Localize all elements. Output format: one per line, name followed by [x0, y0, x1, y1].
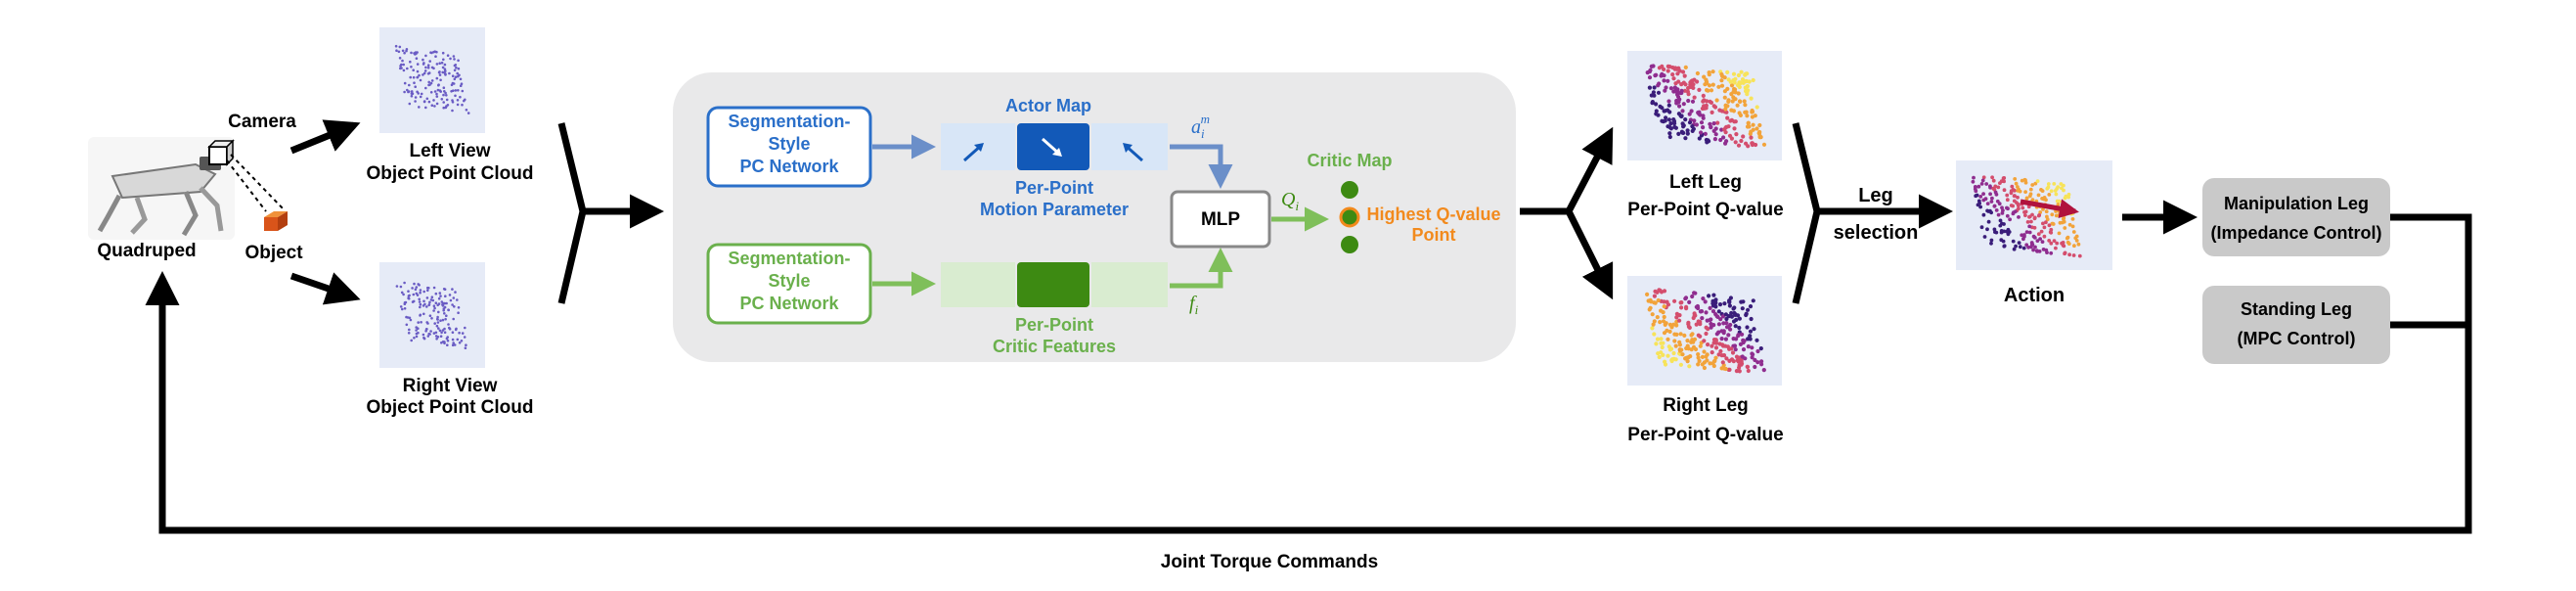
object-icon: [264, 211, 288, 231]
camera-fov-line-1: [226, 159, 267, 212]
right-view-point-cloud: [379, 262, 485, 368]
critic-feature-cell-2: [1017, 262, 1089, 307]
critic-features-line-1: Per-Point: [1015, 315, 1093, 335]
actor-pc-network-box: [706, 106, 872, 188]
leg-selection-line-2: selection: [1834, 222, 1919, 244]
right-leg-sublabel: Per-Point Q-value: [1627, 425, 1783, 445]
arrow-glyph-icon-3: [1123, 143, 1143, 162]
stand-line-2: (MPC Control): [2238, 329, 2356, 348]
manip-line-2: (Impedance Control): [2210, 223, 2381, 243]
merge-connector: [557, 122, 587, 304]
standing-leg-box: [2202, 286, 2390, 364]
motion-param-line-1: Per-Point: [1015, 178, 1093, 198]
actor-net-line-1: Segmentation-: [728, 112, 850, 131]
critic-feature-cell-1: [941, 262, 1015, 307]
symbol-f-base: f: [1189, 293, 1197, 314]
arrow-to-left-leg: [1565, 126, 1614, 213]
actor-net-line-3: PC Network: [739, 157, 839, 176]
left-leg-label: Left Leg: [1669, 172, 1742, 193]
arrow-to-right-view: [289, 272, 361, 305]
mlp-box: [1170, 190, 1271, 249]
actor-to-mlp-arrow: [1170, 144, 1233, 189]
highest-q-line-1: Highest Q-value: [1366, 205, 1500, 224]
left-view-sublabel: Object Point Cloud: [367, 163, 534, 184]
symbol-f: fi: [1189, 293, 1199, 317]
arrow-to-left-view: [289, 119, 361, 155]
arrow-glyph-icon-2: [1042, 137, 1062, 157]
critic-map-point-1: [1341, 181, 1358, 199]
quadruped-label: Quadruped: [97, 241, 196, 261]
arrow-to-right-leg: [1565, 209, 1614, 300]
actor-net-line-2: Style: [768, 134, 810, 154]
critic-feature-cell-3: [1091, 262, 1168, 307]
critic-pc-network-box: [706, 243, 872, 325]
symbol-a-sup: m: [1201, 112, 1210, 126]
critic-features-line-2: Critic Features: [993, 337, 1116, 356]
symbol-q: Qi: [1281, 189, 1299, 213]
action-visual: [1956, 160, 2112, 270]
camera-label: Camera: [228, 112, 296, 132]
leg-merge-connector: [1792, 122, 1821, 304]
critic-net-line-2: Style: [768, 271, 810, 291]
critic-to-mlp-arrow: [1170, 248, 1233, 289]
right-view-sublabel: Object Point Cloud: [367, 397, 534, 418]
mlp-label: MLP: [1201, 209, 1240, 230]
arrow-glyph-icon-1: [963, 143, 984, 162]
critic-map-point-highest: [1339, 206, 1360, 228]
motion-param-line-2: Motion Parameter: [980, 200, 1129, 219]
left-leg-sublabel: Per-Point Q-value: [1627, 200, 1783, 220]
symbol-q-sub: i: [1295, 199, 1299, 213]
manip-line-1: Manipulation Leg: [2224, 194, 2369, 213]
critic-net-line-3: PC Network: [739, 294, 839, 313]
camera-icon: [207, 139, 235, 166]
camera-fov-line-2: [230, 154, 285, 210]
critic-map-point-3: [1341, 236, 1358, 253]
symbol-f-sub: i: [1195, 302, 1199, 317]
object-label: Object: [244, 243, 303, 263]
joint-torque-label: Joint Torque Commands: [1161, 552, 1378, 572]
symbol-a: aim: [1191, 112, 1210, 141]
manipulation-leg-box: [2202, 178, 2390, 256]
action-label: Action: [2004, 285, 2065, 306]
right-view-label: Right View: [403, 376, 498, 396]
symbol-a-base: a: [1191, 116, 1201, 138]
left-view-point-cloud: [379, 27, 485, 133]
stand-line-1: Standing Leg: [2241, 299, 2352, 319]
left-leg-q-map: [1627, 51, 1782, 160]
actor-map-title: Actor Map: [1005, 96, 1091, 115]
right-leg-label: Right Leg: [1663, 395, 1749, 416]
critic-net-line-1: Segmentation-: [728, 249, 850, 268]
left-view-label: Left View: [409, 141, 490, 161]
symbol-q-base: Q: [1281, 189, 1296, 210]
highest-q-line-2: Point: [1412, 225, 1456, 245]
feedback-loop-line: [145, 213, 2472, 534]
right-leg-q-map: [1627, 276, 1782, 386]
symbol-a-sub: i: [1201, 126, 1205, 141]
leg-selection-line-1: Leg: [1858, 185, 1893, 206]
critic-map-title: Critic Map: [1307, 151, 1392, 170]
